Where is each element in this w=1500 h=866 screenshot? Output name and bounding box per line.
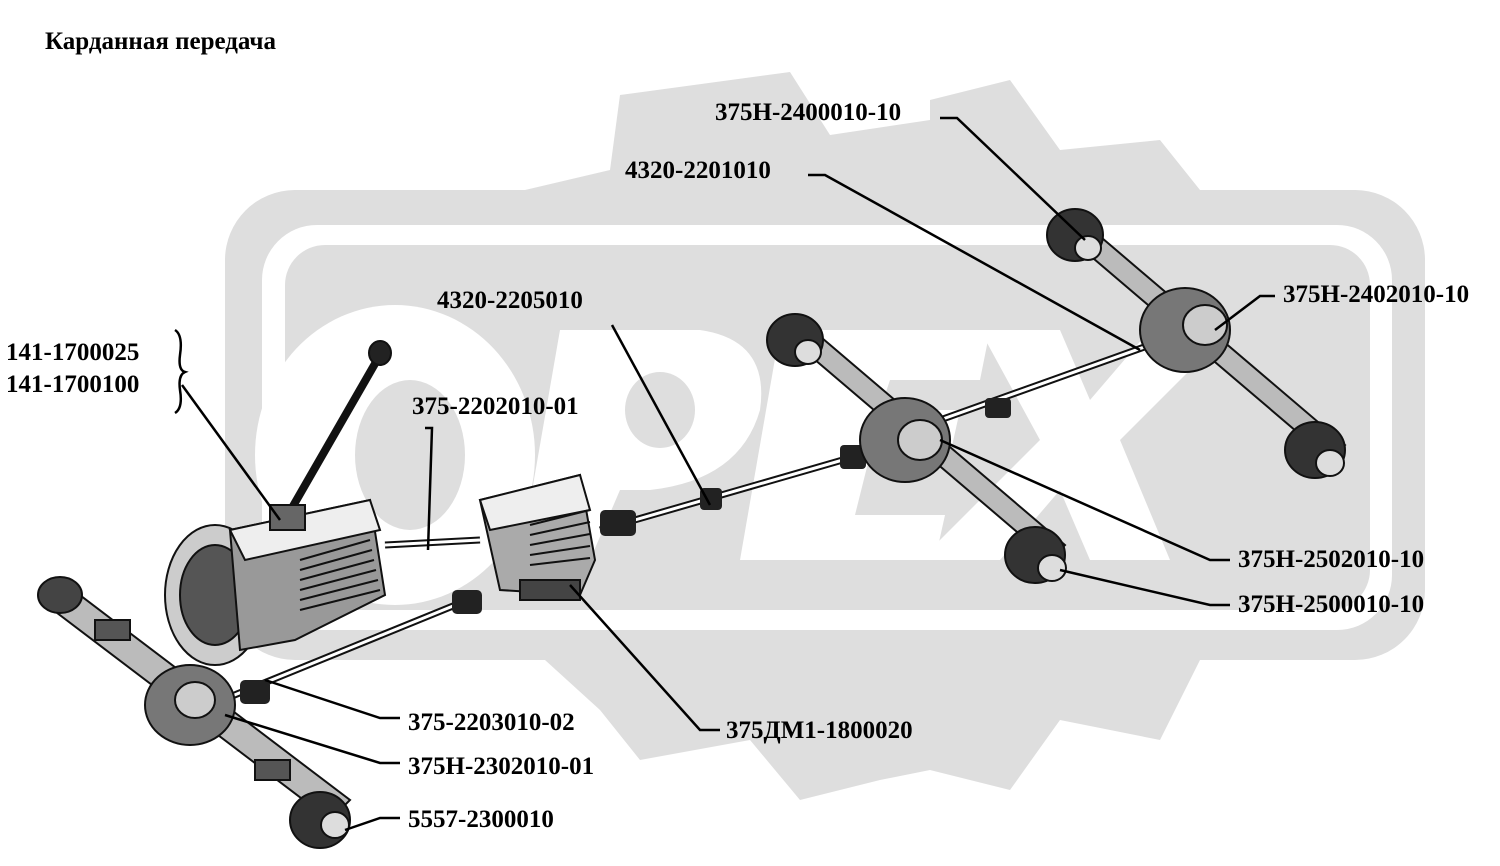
label-middle-axle: 375Н-2500010-10 (1238, 591, 1425, 618)
rear-axle (1046, 208, 1347, 479)
cardan-shafts (208, 341, 1152, 709)
middle-axle (766, 313, 1067, 584)
page-title: Карданная передача (45, 28, 277, 55)
label-gearbox-b: 141-1700100 (6, 371, 140, 398)
label-shaft-main: 4320-2205010 (437, 287, 583, 314)
label-rear-axle-reducer: 375Н-2402010-10 (1283, 281, 1470, 308)
universal-joints (240, 398, 1011, 704)
label-front-shaft: 375-2203010-02 (408, 709, 575, 736)
label-front-axle: 5557-2300010 (408, 806, 554, 833)
label-transfer-case: 375ДМ1-1800020 (726, 717, 913, 744)
label-gearbox-a: 141-1700025 (6, 339, 140, 366)
leader-lines (174, 116, 1275, 832)
label-rear-axle: 375Н-2400010-10 (715, 99, 902, 126)
transfer-case (478, 473, 597, 601)
watermark-logo (225, 72, 1425, 800)
gearbox (164, 340, 392, 666)
label-front-axle-reducer: 375Н-2302010-01 (408, 753, 595, 780)
label-intermediate-shaft: 375-2202010-01 (412, 393, 579, 420)
label-middle-axle-reducer: 375Н-2502010-10 (1238, 546, 1425, 573)
label-shaft-middle-rear: 4320-2201010 (625, 157, 771, 184)
front-axle (37, 576, 352, 849)
